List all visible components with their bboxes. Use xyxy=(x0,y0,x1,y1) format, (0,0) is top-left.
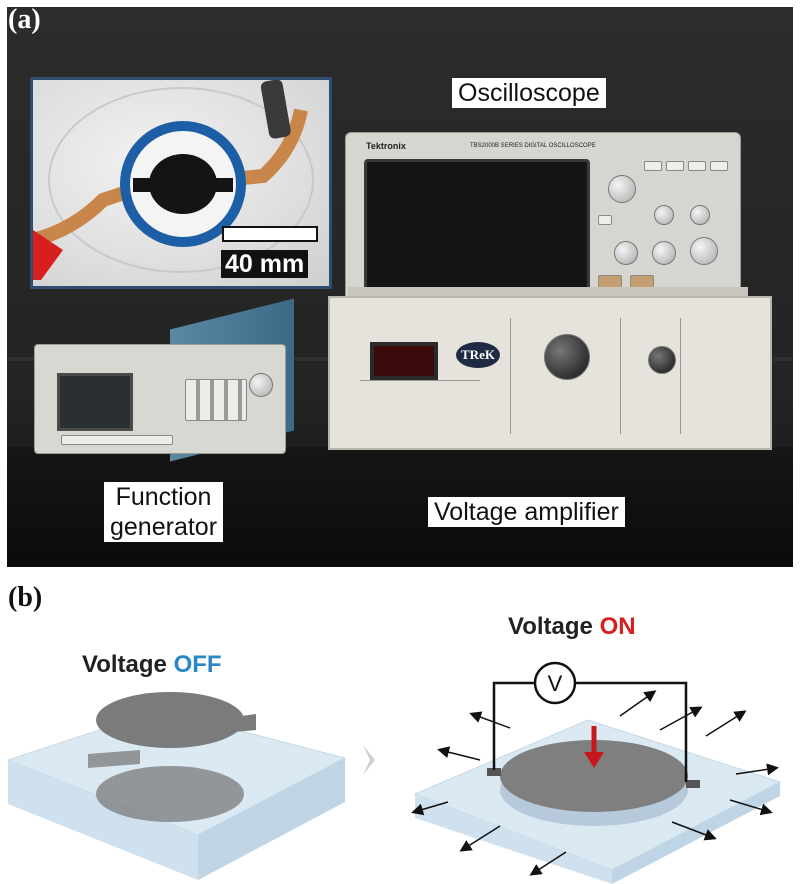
on-state-diagram: V xyxy=(411,661,782,884)
oscilloscope-model: TBS2000B SERIES DIGITAL OSCILLOSCOPE xyxy=(470,143,596,149)
substrate-front-face-on xyxy=(415,794,612,884)
bottom-electrode xyxy=(96,766,244,822)
panel-line xyxy=(620,318,621,434)
panel-line xyxy=(510,318,511,434)
expansion-arrow xyxy=(705,710,747,737)
panel-label-a: (a) xyxy=(8,4,41,35)
button-row-icon xyxy=(61,435,173,445)
function-generator-device xyxy=(34,344,286,454)
compression-arrow-head xyxy=(584,752,604,768)
knob-icon xyxy=(652,241,676,265)
knob-icon xyxy=(654,205,674,225)
function-generator-caption-line-2: generator xyxy=(110,513,218,541)
off-state-diagram xyxy=(6,692,347,880)
expansion-arrow xyxy=(729,799,773,816)
expansion-arrow xyxy=(659,706,703,731)
panel-line xyxy=(360,380,480,381)
sample-inset-photo: 40 mm xyxy=(30,77,332,289)
voltage-amplifier-device: TReK xyxy=(328,296,772,450)
function-generator-screen xyxy=(57,373,133,431)
actuator-schematic: Voltage OFF Voltage ON V xyxy=(6,613,782,884)
expansion-arrow xyxy=(411,801,449,816)
left-contact xyxy=(487,768,501,776)
sample-inset-illustration xyxy=(33,80,314,280)
substrate-front-face xyxy=(8,760,198,880)
knob-icon xyxy=(544,334,590,380)
panel-line xyxy=(680,318,681,434)
button-icon xyxy=(598,215,612,225)
amplifier-logo: TReK xyxy=(456,342,500,368)
oscilloscope-device: Tektronix TBS2000B SERIES DIGITAL OSCILL… xyxy=(345,132,741,303)
amplifier-display xyxy=(370,342,438,380)
expansion-arrow xyxy=(529,851,567,876)
off-state-label: OFF xyxy=(174,651,222,678)
knob-icon xyxy=(690,237,718,265)
expansion-arrow xyxy=(619,690,657,717)
voltmeter-symbol: V xyxy=(548,671,563,696)
voltmeter-icon xyxy=(533,661,577,705)
scale-bar xyxy=(222,226,318,242)
expansion-arrow xyxy=(459,825,501,852)
oscilloscope-screen xyxy=(364,159,590,303)
top-electrode-tab xyxy=(234,714,256,732)
knob-icon xyxy=(249,373,273,397)
off-state-title: Voltage OFF xyxy=(82,651,222,678)
knob-icon xyxy=(614,241,638,265)
top-electrode xyxy=(96,692,244,748)
knob-icon xyxy=(690,205,710,225)
oscilloscope-control-panel xyxy=(594,155,732,295)
top-electrode-on xyxy=(500,740,688,812)
knob-icon xyxy=(608,175,636,203)
circuit-wire-left xyxy=(492,681,534,770)
button-icon xyxy=(666,161,684,171)
substrate-side-face-on xyxy=(612,782,780,884)
on-state-title: Voltage ON xyxy=(508,613,636,640)
on-state-label: ON xyxy=(600,613,636,640)
keypad-icon xyxy=(185,379,247,421)
expansion-arrow xyxy=(671,821,717,841)
expansion-arrow xyxy=(469,711,511,729)
panel-label-b: (b) xyxy=(8,582,43,613)
bottom-electrode-tab xyxy=(88,750,140,768)
function-generator-caption-line-1: Function xyxy=(115,483,212,511)
scale-bar-label: 40 mm xyxy=(221,250,309,278)
button-icon xyxy=(710,161,728,171)
oscilloscope-brand: Tektronix xyxy=(366,141,406,151)
knob-icon xyxy=(648,346,676,374)
transition-chevron-icon xyxy=(363,745,375,775)
right-contact xyxy=(686,780,700,788)
function-generator-caption: Function generator xyxy=(104,482,224,542)
oscilloscope-caption: Oscilloscope xyxy=(452,78,606,108)
button-icon xyxy=(644,161,662,171)
circuit-wire-right xyxy=(576,681,688,782)
substrate-side-face xyxy=(198,758,345,880)
expansion-arrow xyxy=(437,746,481,761)
expansion-arrow xyxy=(735,763,779,776)
button-icon xyxy=(688,161,706,171)
voltage-amplifier-caption: Voltage amplifier xyxy=(428,497,625,527)
